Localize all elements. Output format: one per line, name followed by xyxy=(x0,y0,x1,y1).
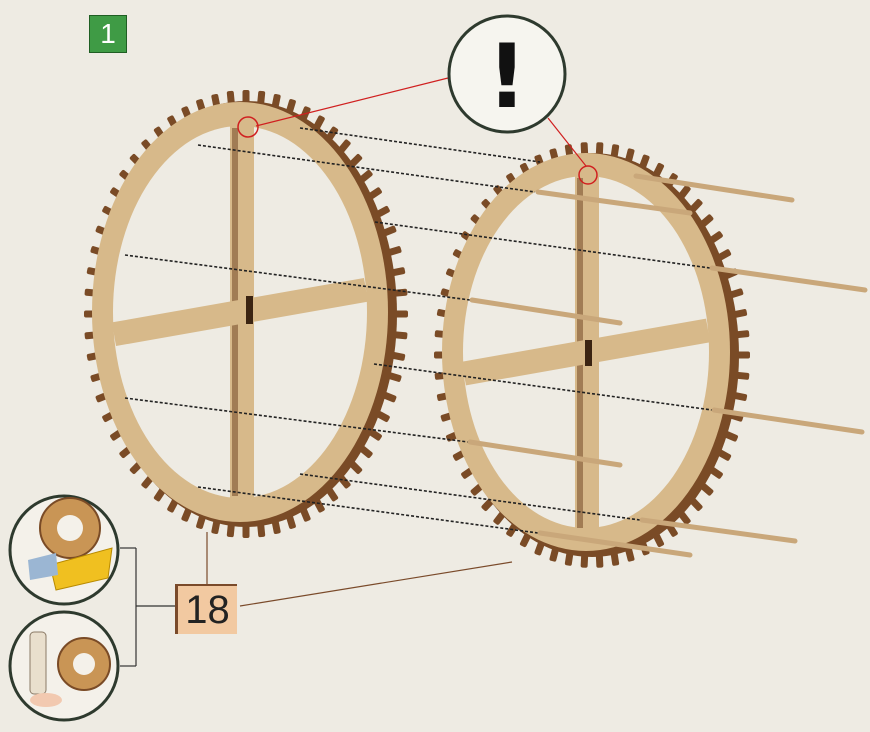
gear-right-axle-slot xyxy=(585,340,592,366)
gear-left xyxy=(84,90,408,538)
sanding-gear-icon xyxy=(10,612,118,720)
gear-left-axle-slot xyxy=(246,296,253,324)
gear-in-vise-icon xyxy=(10,496,118,604)
step-number-badge: 1 xyxy=(89,15,127,53)
gear-right xyxy=(434,142,750,568)
part-leader-right-gear xyxy=(240,562,512,606)
warning-symbol: ! xyxy=(487,25,527,128)
part-number-label: 18 xyxy=(175,584,237,634)
warning-leader-left xyxy=(256,78,448,126)
